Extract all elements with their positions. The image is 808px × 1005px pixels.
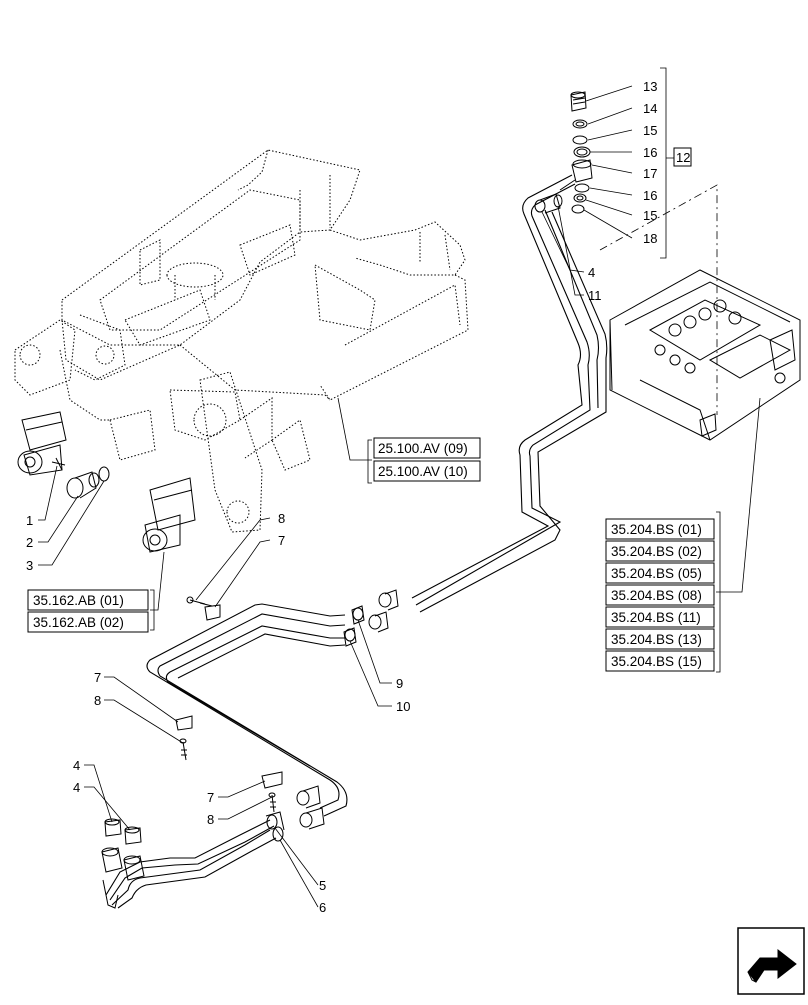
callout-6: 6 (319, 900, 326, 915)
ref-link[interactable]: 35.204.BS (15) (611, 654, 702, 669)
callout-13: 13 (643, 79, 657, 94)
next-page-arrow-icon[interactable] (737, 927, 805, 995)
ref-link[interactable]: 35.204.BS (01) (611, 522, 702, 537)
callout-7: 7 (207, 790, 214, 805)
union-fittings-4 (101, 818, 145, 881)
callout-8: 8 (94, 693, 101, 708)
callout-16: 16 (643, 145, 657, 160)
lift-cylinder-right (142, 477, 196, 553)
ref-link[interactable]: 35.162.AB (01) (33, 593, 124, 608)
ref-link[interactable]: 25.100.AV (09) (378, 441, 468, 456)
ref-link[interactable]: 35.204.BS (13) (611, 632, 702, 647)
ref-link[interactable]: 25.100.AV (10) (378, 464, 468, 479)
part-2-fitting (66, 471, 100, 499)
callout-15: 15 (643, 123, 657, 138)
callout-18: 18 (643, 231, 657, 246)
callout-2: 2 (26, 535, 33, 550)
callout-15: 15 (643, 208, 657, 223)
callout-9: 9 (396, 676, 403, 691)
callout-17: 17 (643, 166, 657, 181)
callout-7: 7 (278, 533, 285, 548)
fitting-9-10 (343, 589, 399, 647)
callout-8: 8 (278, 511, 285, 526)
callout-10: 10 (396, 699, 410, 714)
callout-3: 3 (26, 558, 33, 573)
ref-link[interactable]: 35.204.BS (02) (611, 544, 702, 559)
callout-8: 8 (207, 812, 214, 827)
callout-16: 16 (643, 188, 657, 203)
callout-4: 4 (73, 758, 80, 773)
part-1-pin (51, 457, 66, 471)
lower-pipe-assembly (102, 811, 285, 909)
ref-group-valve: 35.204.BS (01) 35.204.BS (02) 35.204.BS … (605, 518, 715, 672)
ref-link[interactable]: 35.204.BS (11) (611, 610, 701, 625)
ref-group-cylinder: 35.162.AB (01) 35.162.AB (02) (27, 589, 149, 633)
callout-14: 14 (643, 101, 657, 116)
callout-11: 11 (588, 288, 602, 303)
ref-link[interactable]: 35.204.BS (05) (611, 566, 702, 581)
callout-7: 7 (94, 670, 101, 685)
lift-cylinder-left (17, 411, 67, 476)
clamp-bracket-top (186, 596, 221, 621)
ref-group-frame: 25.100.AV (09) 25.100.AV (10) (373, 437, 481, 482)
leader-lines (38, 67, 761, 908)
callout-1: 1 (26, 513, 33, 528)
clamp-bracket-mid (175, 715, 193, 761)
clamp-bracket-low (261, 771, 283, 813)
ref-link[interactable]: 35.204.BS (08) (611, 588, 702, 603)
callout-12: 12 (676, 150, 690, 165)
callout-4: 4 (588, 265, 595, 280)
callout-5: 5 (319, 878, 326, 893)
callout-4: 4 (73, 780, 80, 795)
ref-link[interactable]: 35.162.AB (02) (33, 615, 124, 630)
callout-numbers: 13 14 15 16 17 16 15 18 12 4 11 1 2 3 8 … (26, 79, 692, 915)
part-3-oring (98, 466, 110, 482)
pipe-connector-lower (296, 785, 325, 830)
pressure-pipe-upper (411, 174, 608, 613)
fitting-stack (570, 91, 593, 214)
control-valve-block (599, 184, 801, 441)
return-pipe-loop (146, 603, 348, 817)
pipe-connector-top (534, 179, 576, 214)
front-axle-support-frame (14, 149, 469, 533)
callout-12-box (673, 147, 692, 167)
